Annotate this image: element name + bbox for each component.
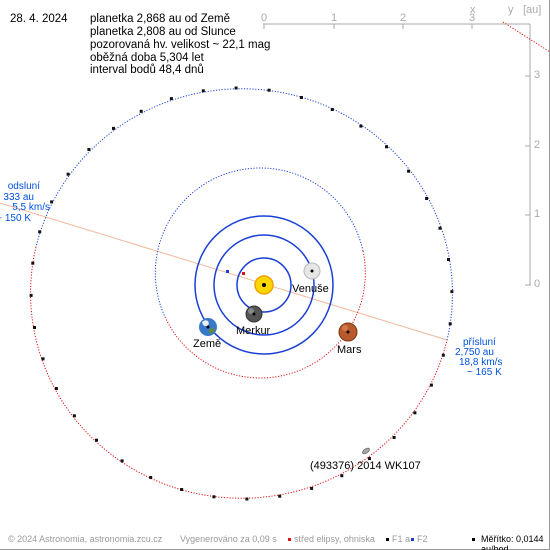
aphelion-title: odsluní (7, 181, 40, 192)
orbit-point-marker (447, 258, 450, 261)
venus-orbit (213, 234, 315, 336)
footer-credit: © 2024 Astronomia, astronomia.zcu.cz (8, 534, 163, 544)
sun-focus-marker (262, 283, 266, 287)
footer-scale: Měřítko: 0,0144 au/bod (481, 534, 544, 550)
perihelion-temperature: ~ 165 K (467, 367, 502, 378)
asteroid-icon (362, 447, 370, 455)
earth-orbit (194, 215, 334, 355)
orbit-point-marker (438, 226, 442, 230)
legend-scale-marker (472, 538, 475, 541)
orbit-point-marker (72, 414, 76, 418)
legend-f2-marker (411, 538, 414, 541)
orbit-point-marker (234, 86, 238, 90)
orbit-point-marker (429, 383, 433, 387)
footer-legend-f1: F1 a (392, 534, 411, 544)
y-tick-2: 2 (534, 139, 541, 151)
mercury-orbit (236, 257, 292, 313)
mercury-label: Merkur (236, 325, 271, 337)
aphelion-temperature: ~ 150 K (0, 213, 31, 224)
orbit-point-marker (120, 459, 124, 463)
venus-label: Venuše (292, 283, 329, 295)
aphelion-distance: 333 au (3, 192, 34, 203)
orbit-point-marker (441, 353, 445, 357)
footer-legend-f2: F2 (417, 534, 428, 544)
orbit-point-marker (180, 488, 184, 491)
orbit-point-marker (368, 457, 371, 461)
legend-f1-marker (386, 538, 389, 541)
orbit-point-markers (29, 86, 454, 501)
footer-legend-center: střed elipsy, ohniska (294, 534, 375, 544)
orbit-point-marker (149, 476, 153, 479)
date-label: 28. 4. 2024 (10, 13, 68, 25)
earth-label: Země (193, 338, 222, 350)
orbit-point-marker (87, 148, 91, 151)
x-axis-label: x (470, 4, 476, 16)
asteroid-orbit-north (35, 88, 453, 341)
orbit-point-marker (38, 230, 42, 234)
orbit-point-marker (450, 290, 454, 294)
asteroid-label: (493376) 2014 WK107 (310, 460, 421, 472)
x-tick-2: 2 (400, 12, 407, 24)
perihelion-title: přísluní (463, 337, 496, 348)
y-axis-label: y (508, 4, 514, 16)
orbit-point-marker (299, 96, 303, 99)
orbit-point-marker (169, 97, 173, 101)
info-period: oběžná doba 5,304 let (90, 52, 204, 64)
orbit-point-marker (41, 357, 45, 361)
x-tick-1: 1 (331, 12, 338, 24)
orbit-point-marker (31, 261, 35, 265)
orbit-point-marker (359, 124, 363, 128)
x-tick-0: 0 (261, 12, 268, 24)
y-tick-1: 1 (534, 208, 541, 220)
info-sun-distance: planetka 2,808 au od Slunce (90, 26, 236, 38)
orbit-point-marker (278, 494, 282, 498)
info-magnitude: pozorovaná hv. velikost ~ 22,1 mag (90, 39, 271, 51)
orbit-point-marker (112, 126, 115, 130)
focus-f2-marker (226, 270, 229, 273)
ellipse-center-marker (242, 272, 245, 275)
perihelion-speed: 18,8 km/s (459, 357, 503, 368)
orbit-point-marker (54, 387, 58, 390)
orbit-point-marker (385, 145, 388, 149)
orbit-point-marker (407, 169, 411, 173)
orbit-point-marker (139, 109, 143, 113)
y-tick-0: 0 (534, 278, 541, 290)
aphelion-speed: 5,5 km/s (12, 202, 50, 213)
apsis-line (0, 202, 448, 341)
orbit-point-marker (310, 486, 314, 490)
orbit-point-marker (267, 88, 271, 92)
orbit-point-marker (33, 326, 36, 329)
orbit-point-marker (413, 411, 417, 415)
mars-orbit-south (164, 250, 366, 379)
orbit-point-marker (50, 200, 54, 204)
asteroid-orbit-edge (502, 21, 550, 53)
orbit-point-marker (66, 172, 70, 176)
info-earth-distance: planetka 2,868 au od Země (90, 13, 231, 25)
x-axis-ticks (263, 24, 473, 29)
orbit-point-marker (340, 474, 344, 478)
orbit-point-marker (201, 89, 205, 93)
orbit-point-marker (330, 108, 334, 111)
y-tick-3: 3 (534, 69, 541, 81)
axis-unit-label: [au] (523, 4, 542, 16)
y-axis-ticks (525, 75, 530, 286)
orbit-point-marker (212, 495, 216, 499)
orbit-point-marker (392, 436, 396, 439)
x-tick-3: 3 (469, 12, 476, 24)
legend-center-marker (288, 538, 291, 541)
mars-label: Mars (337, 344, 362, 356)
mars-orbit-north (154, 167, 364, 318)
orbit-point-marker (29, 293, 33, 297)
perihelion-distance: 2,750 au (455, 347, 494, 358)
orbit-point-marker (448, 322, 452, 326)
orbit-point-marker (95, 438, 98, 442)
footer-generated: Vygenerováno za 0,09 s (180, 534, 277, 544)
asteroid-orbit-south (30, 246, 448, 499)
orbit-point-marker (245, 497, 249, 501)
orbit-point-marker (425, 197, 429, 200)
info-point-interval: interval bodů 48,4 dnů (90, 64, 204, 76)
